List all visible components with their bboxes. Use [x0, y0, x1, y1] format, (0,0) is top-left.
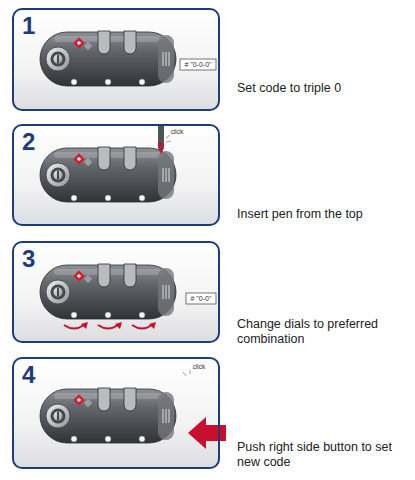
step-panel: 3Change dials to preferred combination — [12, 241, 220, 343]
step-number: 3 — [22, 245, 35, 273]
instruction-text: Push right side button to set new code — [237, 440, 407, 470]
click-text: click — [188, 362, 210, 371]
instruction-text: Set code to triple 0 — [237, 81, 407, 96]
step-panel: 1Set code to triple 0 — [12, 8, 220, 111]
step-number: 2 — [22, 128, 35, 156]
step-number: 4 — [22, 361, 35, 389]
step-number: 1 — [22, 12, 35, 40]
step-panel: 2Insert pen from the top — [12, 124, 220, 226]
instruction-text: Change dials to preferred combination — [237, 317, 407, 347]
click-text: click — [166, 127, 188, 136]
code-tag-text: # "0-0" — [186, 293, 216, 304]
code-tag-text: # "0-0-0" — [180, 59, 216, 70]
instruction-text: Insert pen from the top — [237, 207, 407, 222]
step-panel: 4Push right side button to set new code — [12, 357, 220, 469]
